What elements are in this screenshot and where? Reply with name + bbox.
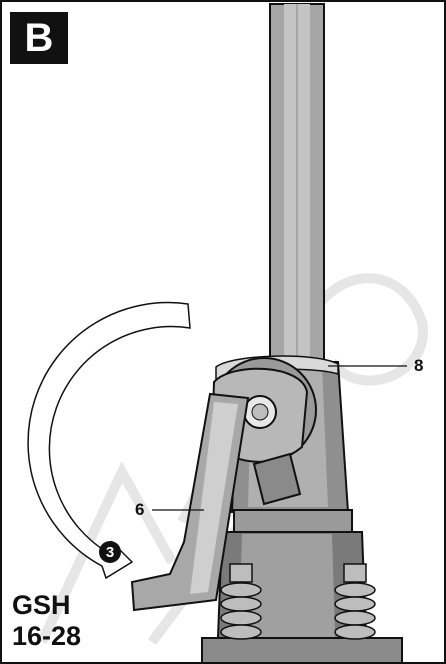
chisel-shaft <box>269 3 325 373</box>
figure-badge: B <box>10 12 68 64</box>
callout-6-label: 6 <box>135 500 145 519</box>
locking-lever <box>130 357 317 612</box>
model-label: GSH 16-28 <box>12 590 81 652</box>
callout-8-label: 8 <box>414 356 424 375</box>
model-label-line1: GSH <box>12 590 71 620</box>
right-spring <box>334 563 376 640</box>
model-label-line2: 16-28 <box>12 621 82 651</box>
step-number-badge: 3 <box>99 541 121 563</box>
left-spring <box>220 563 262 640</box>
rotation-arrow <box>27 301 191 580</box>
